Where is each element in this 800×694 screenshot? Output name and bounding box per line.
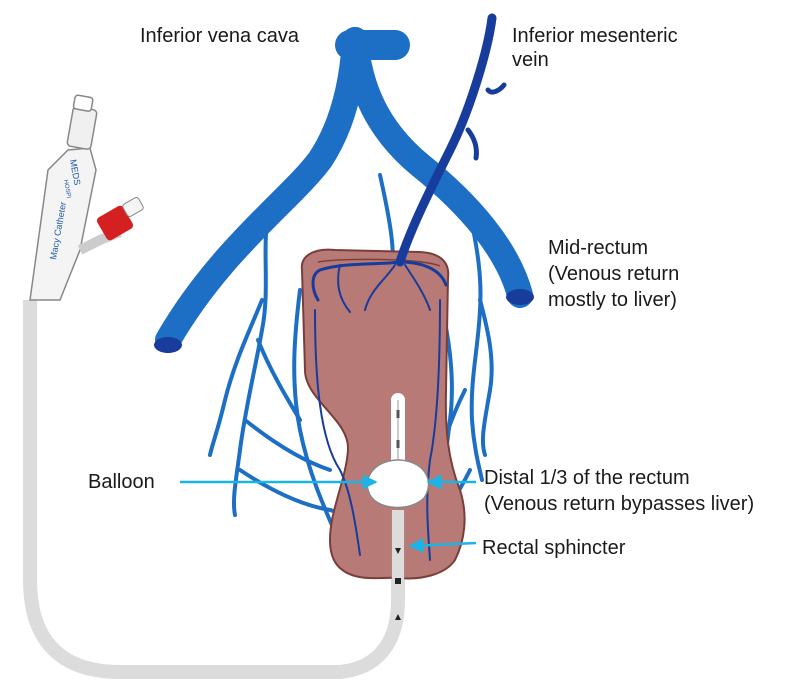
- label-distal-rectum-line1: Distal 1/3 of the rectum: [484, 467, 690, 489]
- catheter-hub: MEDS Macy Catheter HOSPI: [29, 94, 144, 301]
- label-mid-rectum-line1: Mid-rectum: [548, 237, 649, 259]
- label-inferior-mesenteric-vein-line1: Inferior mesenteric: [512, 25, 678, 47]
- catheter-tube-outline: [23, 300, 405, 679]
- label-mid-rectum-line2: (Venous return: [548, 263, 680, 285]
- label-mid-rectum-line3: mostly to liver): [548, 289, 677, 311]
- left-iliac-vein-end: [154, 337, 182, 353]
- label-inferior-vena-cava: Inferior vena cava: [140, 25, 299, 47]
- right-iliac-vein-end: [506, 289, 534, 305]
- catheter-brand: MEDS: [68, 159, 82, 186]
- rectum: [300, 248, 466, 580]
- catheter-depth-marks: [395, 548, 401, 620]
- balloon-shape: [366, 459, 430, 509]
- label-balloon: Balloon: [88, 471, 155, 493]
- rectal-sphincter-arrow: [408, 537, 477, 553]
- catheter-maker-mark: HOSPI: [62, 179, 71, 199]
- inferior-vena-cava-vessel: [155, 27, 533, 353]
- inferior-mesenteric-vein-vessel: [311, 13, 507, 561]
- label-rectal-sphincter: Rectal sphincter: [482, 537, 626, 559]
- rectum-upper-rim: [317, 258, 441, 267]
- red-valve: [96, 197, 144, 241]
- label-inferior-mesenteric-vein-line2: vein: [512, 49, 549, 71]
- catheter-tube: [24, 300, 404, 678]
- label-distal-rectum-line2: (Venous return bypasses liver): [484, 493, 755, 515]
